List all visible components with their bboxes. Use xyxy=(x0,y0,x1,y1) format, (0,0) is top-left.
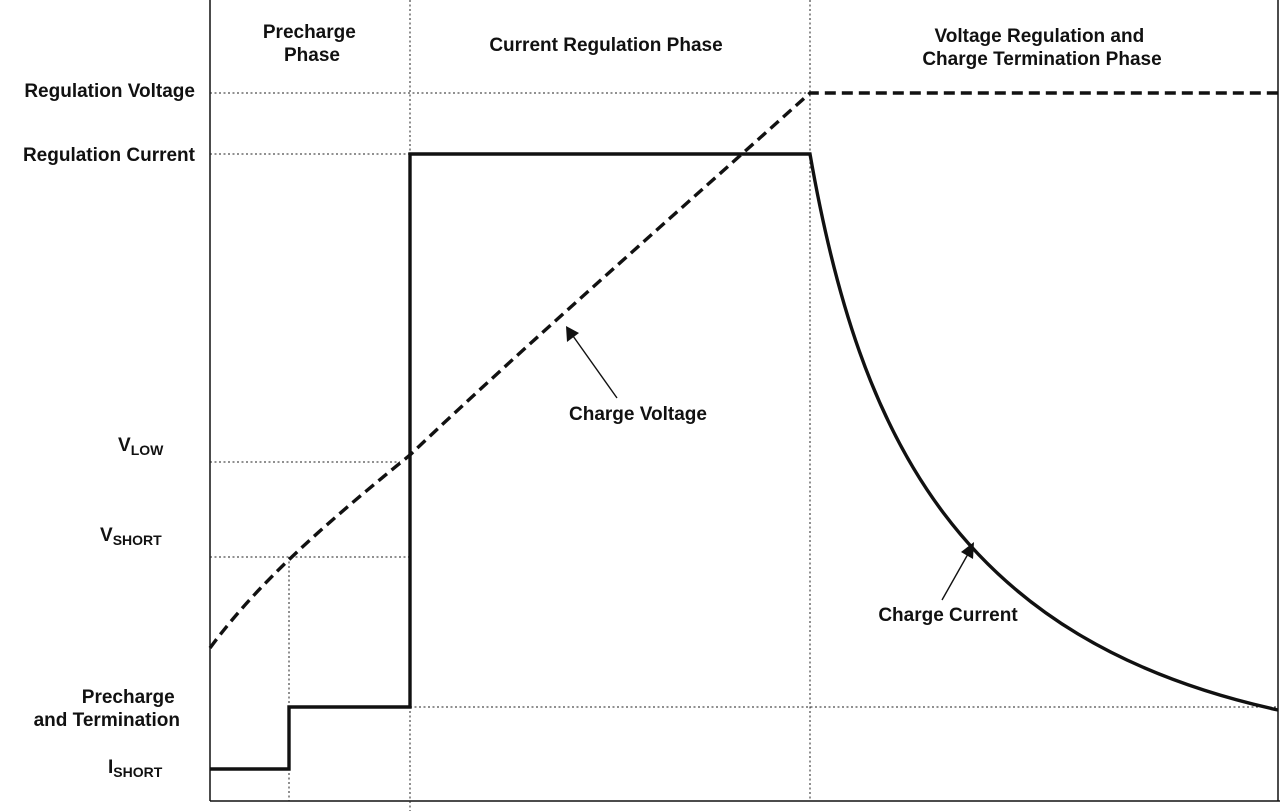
phase-label-precharge: Precharge Phase xyxy=(263,22,361,66)
phase-label-current-regulation: Current Regulation Phase xyxy=(489,35,722,56)
level-label-precharge-termination: Precharge and Termination xyxy=(34,687,180,731)
charge-current-curve xyxy=(210,152,1279,771)
annotation-charge-current: Charge Current xyxy=(878,605,1018,626)
charge-voltage-arrow xyxy=(572,335,618,399)
level-label-i-short: ISHORT xyxy=(108,757,163,780)
annotation-charge-voltage: Charge Voltage xyxy=(569,404,707,425)
level-label-v-short: VSHORT xyxy=(100,525,162,548)
level-label-regulation-current: Regulation Current xyxy=(23,145,196,166)
charge-voltage-arrowhead xyxy=(566,326,579,342)
charge-voltage-curve xyxy=(208,91,1278,650)
phase-label-voltage-regulation: Voltage Regulation and Charge Terminatio… xyxy=(922,26,1161,70)
charge-current-arrowhead xyxy=(961,542,974,559)
charge-current-arrow xyxy=(941,553,969,601)
level-label-regulation-voltage: Regulation Voltage xyxy=(24,81,195,102)
level-label-v-low: VLOW xyxy=(118,435,164,458)
